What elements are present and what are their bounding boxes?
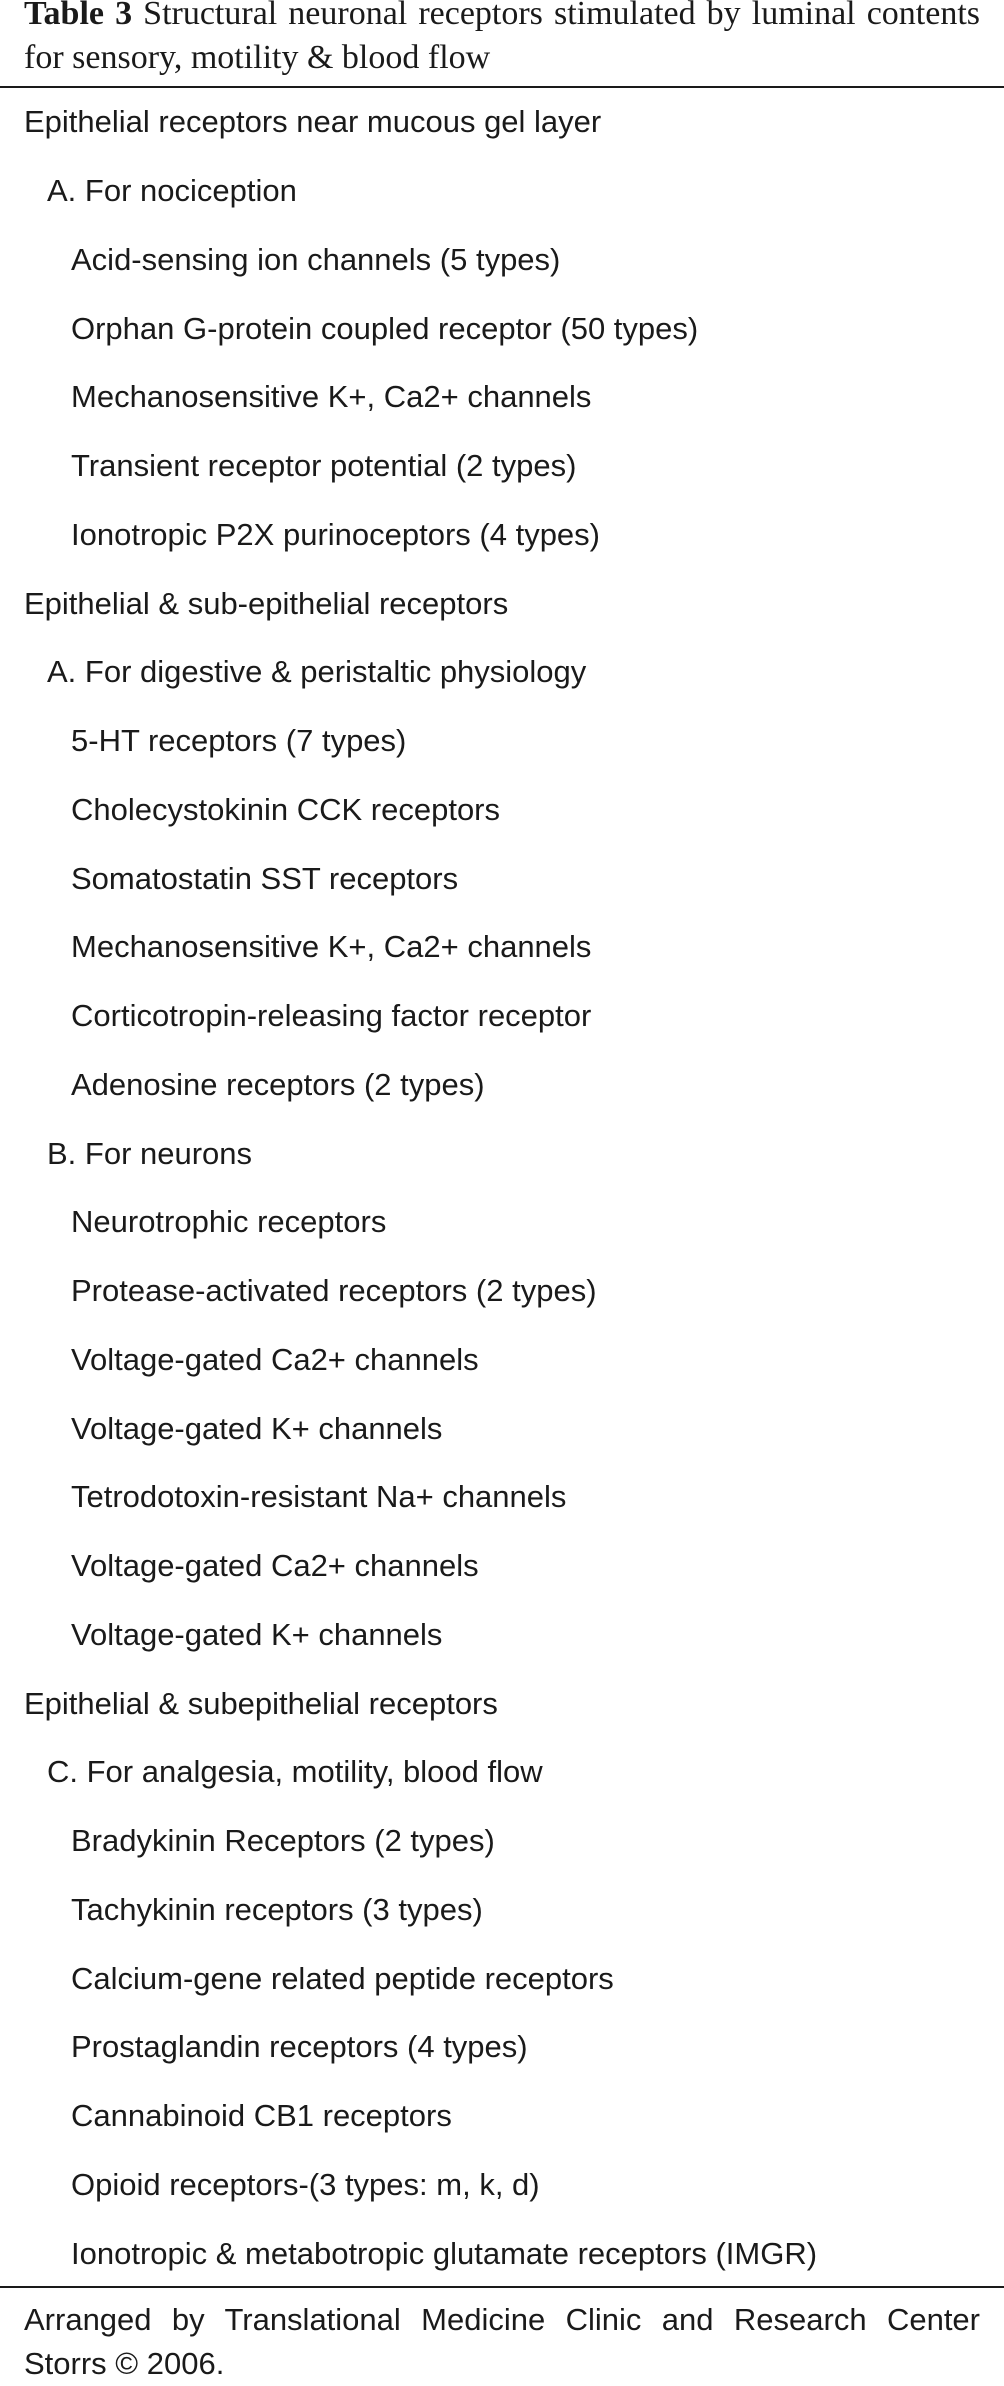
table-row-text: Adenosine receptors (2 types) bbox=[71, 1066, 485, 1102]
table-section-heading: Epithelial receptors near mucous gel lay… bbox=[0, 88, 1004, 157]
table-row: Tetrodotoxin-resistant Na+ channels bbox=[0, 1463, 1004, 1532]
table-row: Corticotropin-releasing factor receptor bbox=[0, 982, 1004, 1051]
table-row-text: Cholecystokinin CCK receptors bbox=[71, 791, 501, 827]
table-row-text: 5-HT receptors (7 types) bbox=[71, 723, 407, 759]
table-row-text: Epithelial receptors near mucous gel lay… bbox=[24, 104, 602, 140]
table-row-text: Calcium-gene related peptide receptors bbox=[71, 1960, 614, 1996]
table-row-text: Orphan G-protein coupled receptor (50 ty… bbox=[71, 310, 699, 346]
table-row-text: Tetrodotoxin-resistant Na+ channels bbox=[71, 1479, 567, 1515]
table-row-text: Mechanosensitive K+, Ca2+ channels bbox=[71, 379, 592, 415]
table-row-text: Ionotropic & metabotropic glutamate rece… bbox=[71, 2235, 818, 2271]
table-row-text: Cannabinoid CB1 receptors bbox=[71, 2098, 452, 2134]
table-row: Neurotrophic receptors bbox=[0, 1188, 1004, 1257]
table-row: Ionotropic P2X purinoceptors (4 types) bbox=[0, 501, 1004, 570]
table-subsection-heading: A. For nociception bbox=[0, 157, 1004, 226]
table-row: Mechanosensitive K+, Ca2+ channels bbox=[0, 363, 1004, 432]
table-row-text: Prostaglandin receptors (4 types) bbox=[71, 2029, 528, 2065]
table-row: Ionotropic & metabotropic glutamate rece… bbox=[0, 2219, 1004, 2288]
table-row-text: Voltage-gated Ca2+ channels bbox=[71, 1548, 479, 1584]
table-row-text: Mechanosensitive K+, Ca2+ channels bbox=[71, 929, 592, 965]
table-row: Transient receptor potential (2 types) bbox=[0, 432, 1004, 501]
table-row: Tachykinin receptors (3 types) bbox=[0, 1876, 1004, 1945]
table-row-text: Voltage-gated K+ channels bbox=[71, 1616, 443, 1652]
table-row: Acid-sensing ion channels (5 types) bbox=[0, 226, 1004, 295]
table-row: Opioid receptors-(3 types: m, k, d) bbox=[0, 2151, 1004, 2220]
table-row: Prostaglandin receptors (4 types) bbox=[0, 2013, 1004, 2082]
table-row-text: Epithelial & sub-epithelial receptors bbox=[24, 585, 509, 621]
table-row: Adenosine receptors (2 types) bbox=[0, 1051, 1004, 1120]
table-label: Table 3 bbox=[24, 0, 133, 32]
table-row: Voltage-gated K+ channels bbox=[0, 1394, 1004, 1463]
table-top-rule bbox=[0, 86, 1004, 88]
table-row: Somatostatin SST receptors bbox=[0, 844, 1004, 913]
table-subsection-heading: C. For analgesia, motility, blood flow bbox=[0, 1738, 1004, 1807]
table-caption: Table 3 Structural neuronal receptors st… bbox=[24, 0, 980, 80]
table-row-text: Voltage-gated Ca2+ channels bbox=[71, 1341, 479, 1377]
table-row-text: Transient receptor potential (2 types) bbox=[71, 448, 577, 484]
table-row-text: Epithelial & subepithelial receptors bbox=[24, 1685, 498, 1721]
table-subsection-heading: B. For neurons bbox=[0, 1119, 1004, 1188]
table-row-text: Tachykinin receptors (3 types) bbox=[71, 1891, 483, 1927]
table-row-text: Bradykinin Receptors (2 types) bbox=[71, 1823, 495, 1859]
table-row-text: Opioid receptors-(3 types: m, k, d) bbox=[71, 2166, 540, 2202]
table-row: Protease-activated receptors (2 types) bbox=[0, 1257, 1004, 1326]
table-row-text: Ionotropic P2X purinoceptors (4 types) bbox=[71, 516, 600, 552]
table-body: Epithelial receptors near mucous gel lay… bbox=[0, 88, 1004, 2288]
table-row-text: Somatostatin SST receptors bbox=[71, 860, 459, 896]
table-row-text: B. For neurons bbox=[47, 1135, 253, 1171]
table-footnote: Arranged by Translational Medicine Clini… bbox=[24, 2302, 980, 2381]
table-section-heading: Epithelial & subepithelial receptors bbox=[0, 1669, 1004, 1738]
table-row: Calcium-gene related peptide receptors bbox=[0, 1944, 1004, 2013]
table-row: Voltage-gated Ca2+ channels bbox=[0, 1326, 1004, 1395]
table-row: 5-HT receptors (7 types) bbox=[0, 707, 1004, 776]
table-row: Voltage-gated K+ channels bbox=[0, 1601, 1004, 1670]
table-row-text: Voltage-gated K+ channels bbox=[71, 1410, 443, 1446]
table-row: Voltage-gated Ca2+ channels bbox=[0, 1532, 1004, 1601]
table-caption-text: Structural neuronal receptors stimulated… bbox=[24, 0, 980, 76]
table-row: Cholecystokinin CCK receptors bbox=[0, 776, 1004, 845]
table-bottom-rule bbox=[0, 2286, 1004, 2288]
table-row: Mechanosensitive K+, Ca2+ channels bbox=[0, 913, 1004, 982]
table-row: Bradykinin Receptors (2 types) bbox=[0, 1807, 1004, 1876]
table-row-text: A. For digestive & peristaltic physiolog… bbox=[47, 654, 587, 690]
table-row-text: Protease-activated receptors (2 types) bbox=[71, 1273, 597, 1309]
table-row-text: Neurotrophic receptors bbox=[71, 1204, 387, 1240]
table-row-text: Acid-sensing ion channels (5 types) bbox=[71, 241, 561, 277]
table-section-heading: Epithelial & sub-epithelial receptors bbox=[0, 569, 1004, 638]
table-row-text: Corticotropin-releasing factor receptor bbox=[71, 998, 592, 1034]
table-row-text: A. For nociception bbox=[47, 173, 297, 209]
table-row-text: C. For analgesia, motility, blood flow bbox=[47, 1754, 543, 1790]
table-row: Orphan G-protein coupled receptor (50 ty… bbox=[0, 294, 1004, 363]
table-subsection-heading: A. For digestive & peristaltic physiolog… bbox=[0, 638, 1004, 707]
table-row: Cannabinoid CB1 receptors bbox=[0, 2082, 1004, 2151]
